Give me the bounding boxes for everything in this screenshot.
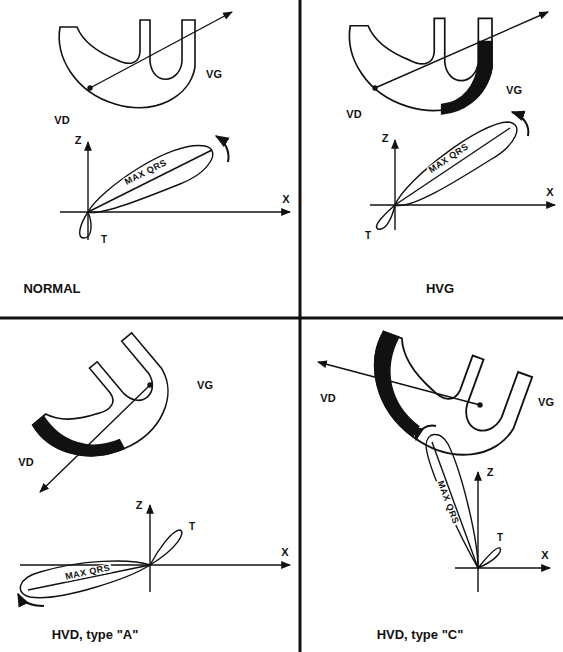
heart-section <box>28 333 188 487</box>
axis-arrow <box>318 362 480 405</box>
rotation-arrow <box>216 136 229 162</box>
z-axis <box>87 142 88 240</box>
loop-label: T <box>100 235 108 245</box>
max-qrs-vector <box>88 150 212 212</box>
divider-line <box>299 0 302 652</box>
t-loop <box>80 212 91 238</box>
chamber-label: VG <box>505 85 523 96</box>
origin-dot <box>148 383 152 387</box>
max-qrs-vector <box>395 128 510 205</box>
qrs-loop <box>20 561 150 598</box>
axis-arrow <box>90 12 232 88</box>
z-axis <box>477 472 478 592</box>
t-loop <box>478 548 500 568</box>
vector-label: MAX QRS <box>123 157 170 186</box>
axis-label: Z <box>486 467 495 478</box>
rotation-arrow <box>18 594 44 606</box>
chamber-label: VG <box>205 69 223 80</box>
axis-label: Z <box>74 135 83 146</box>
z-axis <box>394 140 395 230</box>
axis-label: X <box>540 550 549 561</box>
panel-title: HVG <box>425 282 455 295</box>
chamber-label: VD <box>319 393 336 404</box>
hypertrophy-band <box>32 388 126 484</box>
divider-line <box>0 317 563 320</box>
axis-label: Z <box>381 133 390 144</box>
loop-label: T <box>496 533 504 543</box>
heart-section <box>59 20 195 108</box>
axis-label: Z <box>135 500 144 511</box>
panel-title: NORMAL <box>22 282 81 295</box>
heart-section <box>351 324 532 472</box>
chamber-label: VG <box>196 380 214 391</box>
vector-label: MAX QRS <box>435 478 460 526</box>
chamber-label: VD <box>53 115 70 126</box>
loop-label: T <box>188 522 196 532</box>
origin-dot <box>88 86 92 90</box>
t-loop <box>376 205 395 229</box>
rotation-arrow <box>416 426 436 440</box>
axis-label: X <box>280 547 289 558</box>
max-qrs-vector <box>432 442 478 568</box>
vector-label: MAX QRS <box>427 141 471 175</box>
qrs-loop <box>395 122 517 206</box>
panel-title: HVD, type "C" <box>376 628 465 641</box>
axis-label: X <box>545 187 554 198</box>
axis-label: X <box>281 194 290 205</box>
chamber-label: VG <box>537 397 555 408</box>
axis-arrow <box>40 385 150 492</box>
rotation-arrow <box>512 112 528 136</box>
panel-title: HVD, type "A" <box>51 628 140 641</box>
qrs-loop <box>88 146 213 213</box>
t-loop <box>150 530 182 565</box>
x-axis <box>20 564 290 565</box>
vector-label: MAX QRS <box>64 563 112 581</box>
origin-dot <box>478 403 482 407</box>
qrs-loop <box>426 434 478 568</box>
hypertrophy-band <box>442 42 492 114</box>
loop-label: T <box>364 231 372 241</box>
x-axis <box>455 567 550 568</box>
chamber-label: VD <box>17 457 34 468</box>
z-axis <box>149 505 150 592</box>
chamber-label: VD <box>345 109 362 120</box>
origin-dot <box>373 86 377 90</box>
hypertrophy-band <box>352 331 445 437</box>
axis-arrow <box>375 12 548 88</box>
